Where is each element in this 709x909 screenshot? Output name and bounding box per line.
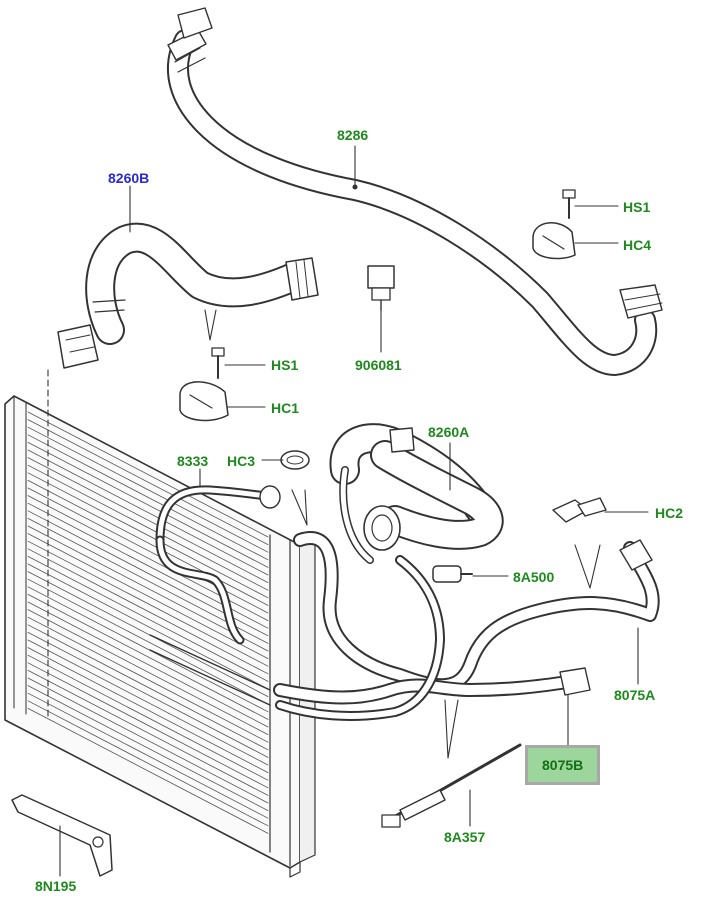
valve-8a500[interactable] bbox=[432, 565, 473, 583]
callout-hs1-mid[interactable]: HS1 bbox=[271, 357, 299, 373]
clip-hc1[interactable] bbox=[179, 381, 229, 422]
callout-8333[interactable]: 8333 bbox=[177, 453, 209, 469]
callout-8n195[interactable]: 8N195 bbox=[35, 878, 77, 894]
radiator[interactable] bbox=[4, 395, 316, 878]
hose-8260b[interactable] bbox=[57, 222, 319, 369]
callout-hc3[interactable]: HC3 bbox=[227, 453, 256, 469]
callout-8260a[interactable]: 8260A bbox=[428, 424, 470, 440]
hose-8260a[interactable] bbox=[329, 423, 504, 564]
tie-8a357[interactable] bbox=[381, 743, 522, 828]
hose-8333[interactable] bbox=[149, 485, 281, 706]
callout-8075a[interactable]: 8075A bbox=[614, 687, 656, 703]
clip-hc2[interactable] bbox=[552, 497, 607, 523]
hose-8075b[interactable] bbox=[273, 555, 591, 721]
bracket-8n195[interactable] bbox=[11, 794, 113, 877]
hose-8075a[interactable] bbox=[293, 531, 660, 693]
callout-8a500[interactable]: 8A500 bbox=[513, 569, 555, 585]
clip-hc3[interactable] bbox=[280, 450, 310, 470]
callout-906081[interactable]: 906081 bbox=[355, 357, 402, 373]
callout-8075b-highlighted[interactable]: 8075B bbox=[525, 745, 601, 785]
callout-hc2[interactable]: HC2 bbox=[655, 505, 684, 521]
hose-8286[interactable] bbox=[167, 7, 663, 376]
screw-hs1-mid[interactable] bbox=[211, 347, 225, 379]
callout-hs1-top[interactable]: HS1 bbox=[623, 199, 651, 215]
sensor-906081[interactable] bbox=[367, 265, 395, 311]
callout-8260b[interactable]: 8260B bbox=[108, 170, 150, 186]
callout-hc4[interactable]: HC4 bbox=[623, 237, 652, 253]
callout-8286[interactable]: 8286 bbox=[337, 127, 369, 143]
callout-8a357[interactable]: 8A357 bbox=[444, 829, 486, 845]
screw-hs1-top[interactable] bbox=[562, 189, 576, 219]
clip-hc4[interactable] bbox=[532, 222, 576, 260]
callout-hc1[interactable]: HC1 bbox=[271, 400, 300, 416]
leader-lines bbox=[47, 145, 649, 877]
